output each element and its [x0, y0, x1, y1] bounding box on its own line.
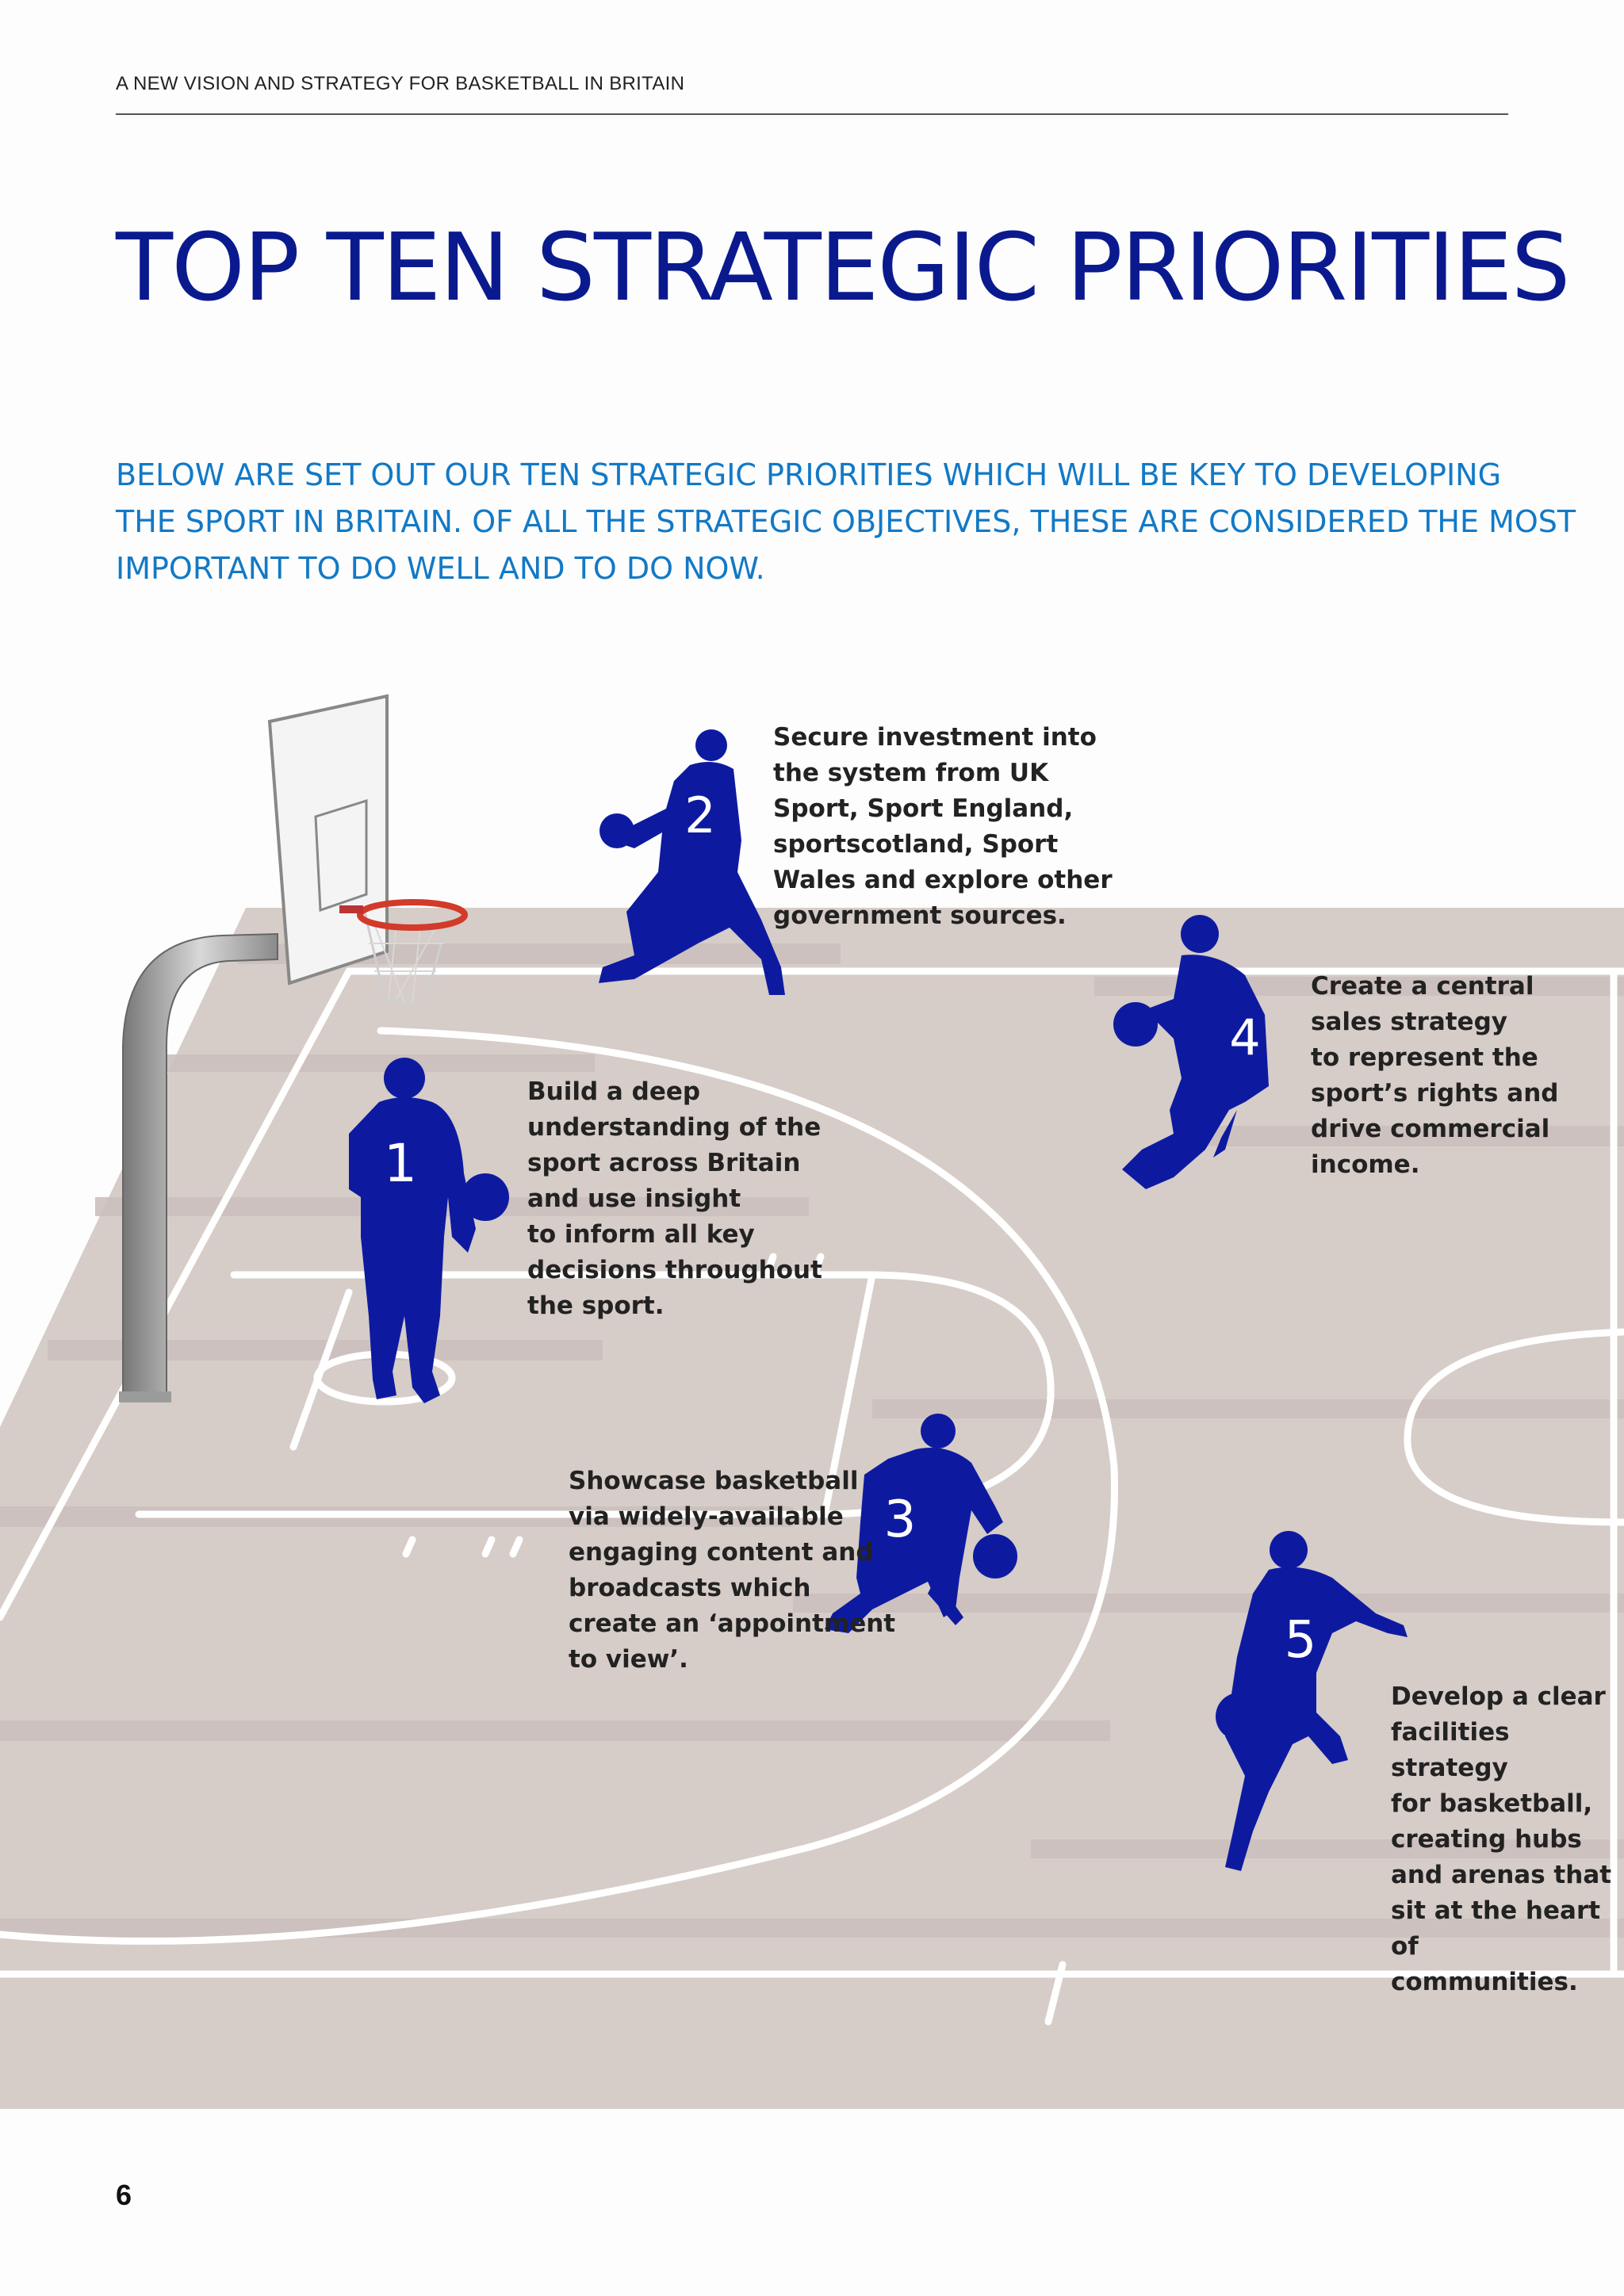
priority-number-4: 4: [1229, 1008, 1260, 1066]
intro-line: THE SPORT IN BRITAIN. OF ALL THE STRATEG…: [116, 504, 1576, 539]
hoop-pole-base: [119, 1391, 171, 1402]
priority-3-text: Showcase basketball via widely-available…: [569, 1467, 896, 1674]
hoop-net-mesh: [369, 919, 444, 1004]
priority-5-text: Develop a clear facilities strategy for …: [1391, 1682, 1612, 1996]
hoop-rim: [357, 899, 468, 931]
intro-line: BELOW ARE SET OUT OUR TEN STRATEGIC PRIO…: [116, 457, 1502, 492]
page-number: 6: [116, 2179, 132, 2211]
player-1-silhouette: [349, 1058, 509, 1403]
hoop-pole: [122, 932, 278, 1396]
header-rule: [116, 113, 1508, 115]
player-4-silhouette: [1113, 915, 1269, 1189]
court-lines: [0, 967, 1624, 2026]
player-2-silhouette: [599, 729, 785, 995]
backboard: [267, 694, 389, 985]
priority-number-1: 1: [384, 1133, 417, 1194]
priority-1-text: Build a deep understanding of the sport …: [527, 1077, 822, 1320]
priority-number-5: 5: [1285, 1611, 1317, 1670]
player-5-silhouette: [1216, 1531, 1408, 1871]
page-title: TOP TEN STRATEGIC PRIORITIES: [116, 212, 1571, 322]
backboard-target-square: [314, 798, 368, 913]
priority-2-text: Secure investment into the system from U…: [773, 723, 1113, 930]
priority-number-3: 3: [884, 1490, 917, 1549]
priority-number-2: 2: [684, 786, 715, 844]
rim-bracket: [339, 905, 363, 913]
intro-paragraph: BELOW ARE SET OUT OUR TEN STRATEGIC PRIO…: [116, 452, 1576, 592]
running-header: A NEW VISION AND STRATEGY FOR BASKETBALL…: [116, 73, 685, 94]
priority-4-text: Create a central sales strategy to repre…: [1311, 972, 1559, 1179]
player-3-silhouette: [825, 1414, 1017, 1633]
intro-line: IMPORTANT TO DO WELL AND TO DO NOW.: [116, 551, 765, 586]
basketball-court-illustration: 2 1 4 3 5: [0, 694, 1624, 2109]
